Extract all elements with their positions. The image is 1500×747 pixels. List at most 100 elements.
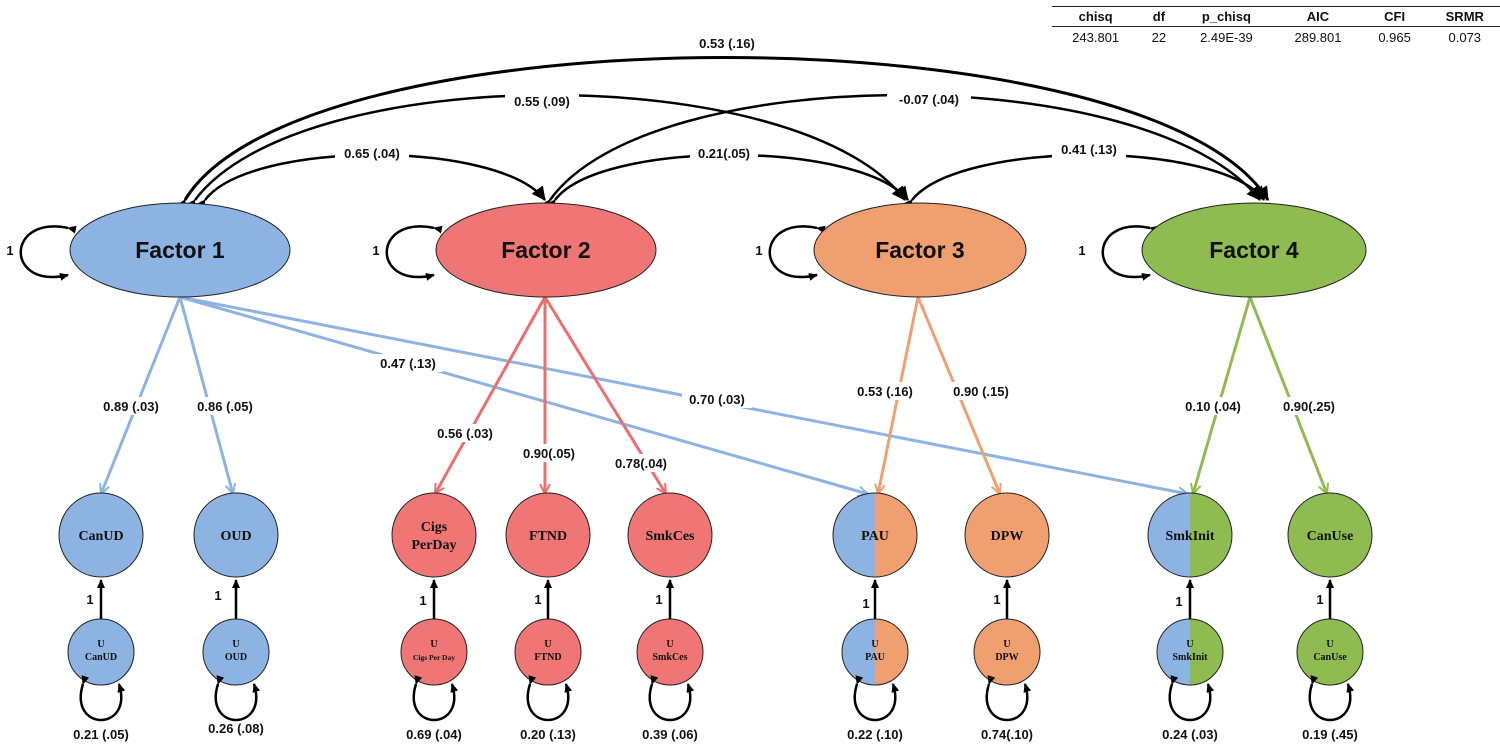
factor-2-variance-label: 1 bbox=[372, 243, 379, 258]
indicator-smkinit-error-path-label: 1 bbox=[1175, 594, 1182, 609]
indicator-smkinit-residual-label: 0.24 (.03) bbox=[1162, 727, 1218, 742]
cov-label-f1-f3: 0.55 (.09) bbox=[514, 94, 570, 109]
indicator-canud-error-path-label: 1 bbox=[86, 592, 93, 607]
indicator-smkinit-error-label-name: SmkInit bbox=[1172, 652, 1208, 663]
factor-2-label: Factor 2 bbox=[501, 237, 590, 263]
loading-label-f4-canuse: 0.90(.25) bbox=[1283, 399, 1335, 414]
loading-f1-canud bbox=[101, 296, 182, 494]
indicator-nodes: CanUD 1 U CanUD 0.21 (.05) OUD 1 U OUD 0… bbox=[58, 492, 1373, 742]
fit-value-srmr: 0.073 bbox=[1448, 30, 1482, 45]
fit-header-aic: AIC bbox=[1274, 6, 1362, 27]
indicator-cigsperday-error-path-label: 1 bbox=[419, 593, 426, 608]
indicator-oud: OUD 1 U OUD 0.26 (.08) bbox=[193, 492, 279, 736]
loading-f4-smkinit bbox=[1193, 296, 1252, 494]
indicator-smkces-error-label-u: U bbox=[666, 639, 673, 650]
loading-label-f2-ftnd: 0.90(.05) bbox=[523, 446, 575, 461]
indicator-ftnd-error-label-u: U bbox=[544, 639, 551, 650]
indicator-smkces-circle bbox=[627, 492, 713, 578]
factor-nodes: 1 Factor 1 1 Factor 2 1 Factor 3 1 Facto… bbox=[6, 202, 1367, 298]
indicator-ftnd-label: FTND bbox=[529, 529, 567, 544]
indicator-ftnd-residual-loop bbox=[526, 675, 573, 722]
fit-value-aic: 289.801 bbox=[1294, 30, 1342, 45]
indicator-oud-error-path-label: 1 bbox=[214, 588, 221, 603]
indicator-canud-error-label-name: CanUD bbox=[85, 652, 117, 663]
indicator-canuse-error-path-label: 1 bbox=[1316, 592, 1323, 607]
indicator-oud-error-label-name: OUD bbox=[225, 652, 247, 663]
indicator-smkinit-error-label-u: U bbox=[1186, 639, 1193, 650]
indicator-oud-error-label-u: U bbox=[232, 639, 239, 650]
factor-2-ellipse bbox=[435, 202, 657, 298]
loading-label-f2-smkces: 0.78(.04) bbox=[615, 456, 667, 471]
factor-1-ellipse bbox=[69, 202, 291, 298]
factor-3-variance-label: 1 bbox=[755, 243, 762, 258]
fit-header-p-chisq: p_chisq bbox=[1178, 6, 1275, 27]
indicator-canuse-residual-loop bbox=[1308, 675, 1355, 722]
factor-4-ellipse bbox=[1141, 202, 1367, 298]
indicator-pau: PAU 1 U PAU 0.22 (.10) bbox=[832, 492, 918, 742]
cov-arc-f1-f4 bbox=[172, 56, 1270, 215]
fit-value-cfi: 0.965 bbox=[1378, 30, 1411, 45]
loading-label-f4-smkinit: 0.10 (.04) bbox=[1185, 399, 1241, 414]
indicator-cigsperday-residual-label: 0.69 (.04) bbox=[406, 727, 462, 742]
indicator-pau-label: PAU bbox=[861, 529, 889, 544]
loading-label-f1-oud: 0.86 (.05) bbox=[197, 399, 253, 414]
fit-table-header-row: chisq df p_chisq AIC CFI SRMR bbox=[1052, 6, 1500, 27]
indicator-canuse-error-label-u: U bbox=[1326, 639, 1333, 650]
indicator-ftnd-error-path-label: 1 bbox=[534, 592, 541, 607]
factor-1-label: Factor 1 bbox=[135, 237, 225, 263]
indicator-canud: CanUD 1 U CanUD 0.21 (.05) bbox=[58, 492, 144, 742]
indicator-dpw-error-label-u: U bbox=[1003, 639, 1010, 650]
indicator-cigsperday-circle bbox=[391, 492, 477, 578]
indicator-canuse-label: CanUse bbox=[1307, 529, 1354, 544]
indicator-pau-residual-loop bbox=[853, 675, 900, 722]
indicator-canuse-circle bbox=[1287, 492, 1373, 578]
indicator-oud-label: OUD bbox=[220, 529, 251, 544]
indicator-smkces-residual-label: 0.39 (.06) bbox=[642, 727, 698, 742]
factor-3-variance-loop bbox=[768, 225, 826, 281]
indicator-dpw-circle bbox=[964, 492, 1050, 578]
fit-header-chisq: chisq bbox=[1052, 6, 1140, 27]
indicator-dpw-error-label-name: DPW bbox=[995, 652, 1018, 663]
loading-label-f3-pau: 0.53 (.16) bbox=[857, 384, 913, 399]
indicator-pau-error-path-label: 1 bbox=[862, 596, 869, 611]
fit-value-p-chisq: 2.49E-39 bbox=[1200, 30, 1253, 45]
loading-labels: 0.89 (.03) 0.86 (.05) 0.47 (.13) 0.70 (.… bbox=[96, 354, 1341, 472]
indicator-pau-error-label-u: U bbox=[871, 639, 878, 650]
indicator-dpw-label: DPW bbox=[991, 529, 1024, 544]
indicator-cigsperday-label-line2: PerDay bbox=[411, 538, 456, 553]
indicator-ftnd-error-label-name: FTND bbox=[534, 652, 561, 663]
factor-2-variance-loop bbox=[385, 225, 443, 281]
indicator-dpw: DPW 1 U DPW 0.74(.10) bbox=[964, 492, 1050, 742]
indicator-ftnd-residual-label: 0.20 (.13) bbox=[520, 727, 576, 742]
covariance-paths bbox=[172, 56, 1270, 215]
fit-header-cfi: CFI bbox=[1361, 6, 1428, 27]
indicator-ftnd-circle bbox=[505, 492, 591, 578]
cov-label-f2-f3: 0.21(.05) bbox=[698, 146, 750, 161]
indicator-canuse-residual-label: 0.19 (.45) bbox=[1302, 727, 1358, 742]
fit-header-df: df bbox=[1139, 6, 1179, 27]
indicator-canud-circle bbox=[58, 492, 144, 578]
factor-3-node: 1 Factor 3 bbox=[755, 202, 1027, 298]
loading-label-f2-cigsperday: 0.56 (.03) bbox=[437, 426, 493, 441]
indicator-cigsperday-residual-loop bbox=[412, 675, 459, 722]
indicator-smkces: SmkCes 1 U SmkCes 0.39 (.06) bbox=[627, 492, 713, 742]
indicator-pau-circle bbox=[832, 492, 918, 578]
indicator-smkinit-circle bbox=[1147, 492, 1233, 578]
fit-table-value-row: 243.801 22 2.49E-39 289.801 0.965 0.073 bbox=[1052, 27, 1500, 49]
loading-f1-pau bbox=[179, 295, 868, 494]
indicator-cigsperday-error-label-u: U bbox=[430, 639, 437, 650]
indicator-smkces-residual-loop bbox=[648, 675, 695, 722]
indicator-oud-circle bbox=[193, 492, 279, 578]
indicator-smkinit-residual-loop bbox=[1168, 675, 1215, 722]
indicator-smkinit: SmkInit 1 U SmkInit 0.24 (.03) bbox=[1147, 492, 1233, 742]
indicator-dpw-residual-loop bbox=[985, 675, 1032, 722]
indicator-pau-residual-label: 0.22 (.10) bbox=[847, 727, 903, 742]
loading-f4-canuse bbox=[1248, 296, 1327, 494]
factor-4-variance-loop bbox=[1101, 225, 1159, 281]
indicator-cigsperday-error-circle bbox=[400, 618, 468, 686]
fit-value-chisq: 243.801 bbox=[1072, 30, 1120, 45]
indicator-smkinit-label: SmkInit bbox=[1165, 529, 1214, 544]
fit-value-df: 22 bbox=[1151, 30, 1167, 45]
indicator-ftnd: FTND 1 U FTND 0.20 (.13) bbox=[505, 492, 591, 742]
cov-arc-f1-f3 bbox=[181, 93, 906, 215]
